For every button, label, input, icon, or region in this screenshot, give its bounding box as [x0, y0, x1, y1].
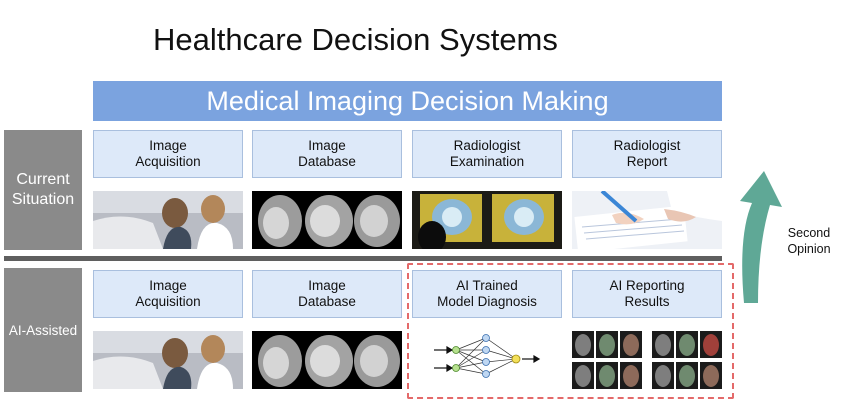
photo-acquisition: [93, 331, 243, 389]
step-line2: Acquisition: [135, 294, 201, 309]
step-line2: Model Diagnosis: [437, 294, 537, 309]
step-box: Image Acquisition: [93, 270, 243, 318]
step-line1: Image: [149, 138, 187, 153]
step-box: Image Database: [252, 130, 402, 178]
step-line1: Radiologist: [453, 138, 521, 153]
step-line2: Database: [298, 154, 356, 169]
step-box: Image Acquisition: [93, 130, 243, 178]
mammogram-images: [252, 191, 402, 249]
row-label-current: Current Situation: [4, 130, 82, 250]
step-line1: Radiologist: [613, 138, 681, 153]
second-opinion-line2: Opinion: [787, 242, 831, 256]
mammogram-images: [252, 331, 402, 389]
step-line2: Examination: [449, 154, 525, 169]
step-line1: Image: [308, 278, 346, 293]
page-title: Healthcare Decision Systems: [153, 22, 558, 57]
second-opinion-label: Second Opinion: [778, 225, 840, 257]
ai-results-grid: [572, 331, 722, 389]
step-line1: Image: [308, 138, 346, 153]
banner-label: Medical Imaging Decision Making: [206, 85, 609, 116]
step-box: AI Reporting Results: [572, 270, 722, 318]
step-line2: Database: [298, 294, 356, 309]
photo-acquisition: [93, 191, 243, 249]
section-banner: Medical Imaging Decision Making: [93, 81, 722, 121]
step-line1: AI Reporting: [609, 278, 685, 293]
second-opinion-line1: Second: [787, 226, 831, 240]
neural-network-icon: [430, 328, 550, 390]
step-line1: AI Trained: [456, 278, 518, 293]
step-box: Radiologist Report: [572, 130, 722, 178]
step-line1: Image: [149, 278, 187, 293]
row-divider: [4, 256, 722, 261]
radiologist-viewing-photo: [412, 191, 562, 249]
row-label-ai-text: AI-Assisted: [8, 322, 78, 338]
report-writing-photo: [572, 191, 722, 249]
step-line2: Acquisition: [135, 154, 201, 169]
row-label-current-line1: Current: [16, 171, 70, 188]
step-box: AI Trained Model Diagnosis: [412, 270, 562, 318]
row-label-current-line2: Situation: [11, 191, 75, 208]
step-line2: Results: [624, 294, 670, 309]
step-box: Radiologist Examination: [412, 130, 562, 178]
row-label-ai: AI-Assisted: [4, 268, 82, 392]
step-box: Image Database: [252, 270, 402, 318]
step-line2: Report: [626, 154, 668, 169]
curved-arrow-icon: [734, 165, 790, 305]
ai-highlight-frame: [407, 263, 734, 399]
